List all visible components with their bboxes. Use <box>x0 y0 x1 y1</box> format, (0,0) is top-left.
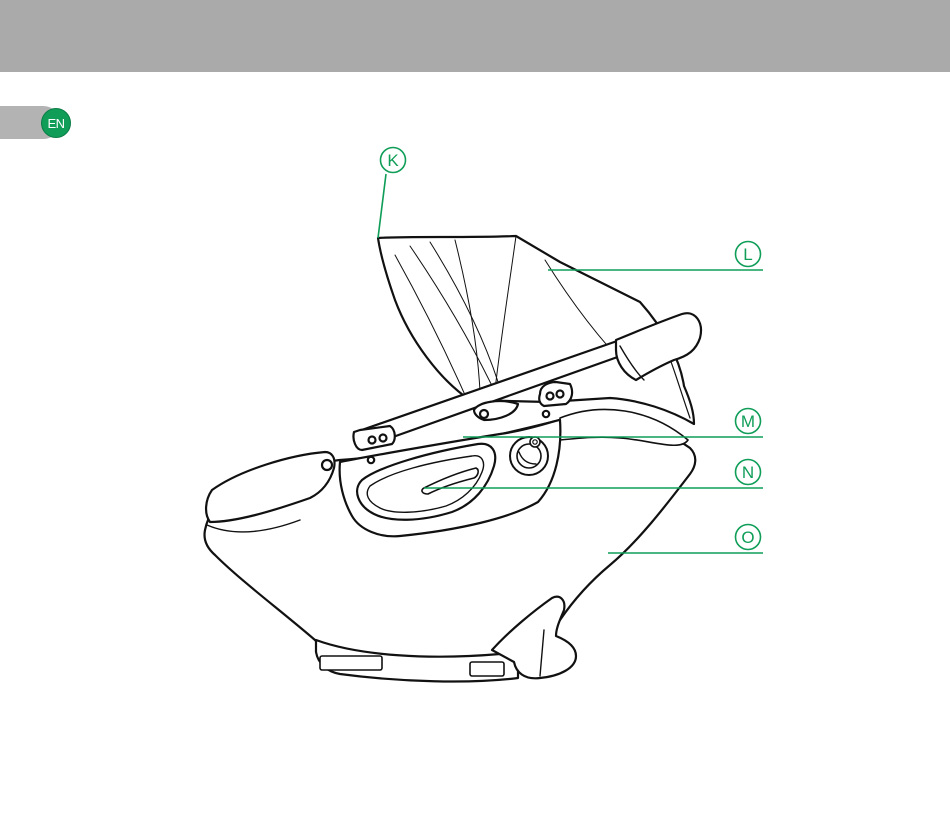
callout-k-leader <box>378 174 386 238</box>
callout-l-label: L <box>743 245 752 264</box>
callout-o-label: O <box>741 528 754 547</box>
release-knob <box>510 437 548 475</box>
callout-n: N <box>736 460 761 485</box>
callout-k: K <box>381 148 406 173</box>
callout-k-label: K <box>387 151 399 170</box>
car-seat-illustration <box>204 236 700 681</box>
callout-m-label: M <box>741 412 755 431</box>
callout-n-label: N <box>742 463 754 482</box>
callout-m: M <box>736 409 761 434</box>
callout-o: O <box>736 525 761 550</box>
callout-l: L <box>736 242 761 267</box>
